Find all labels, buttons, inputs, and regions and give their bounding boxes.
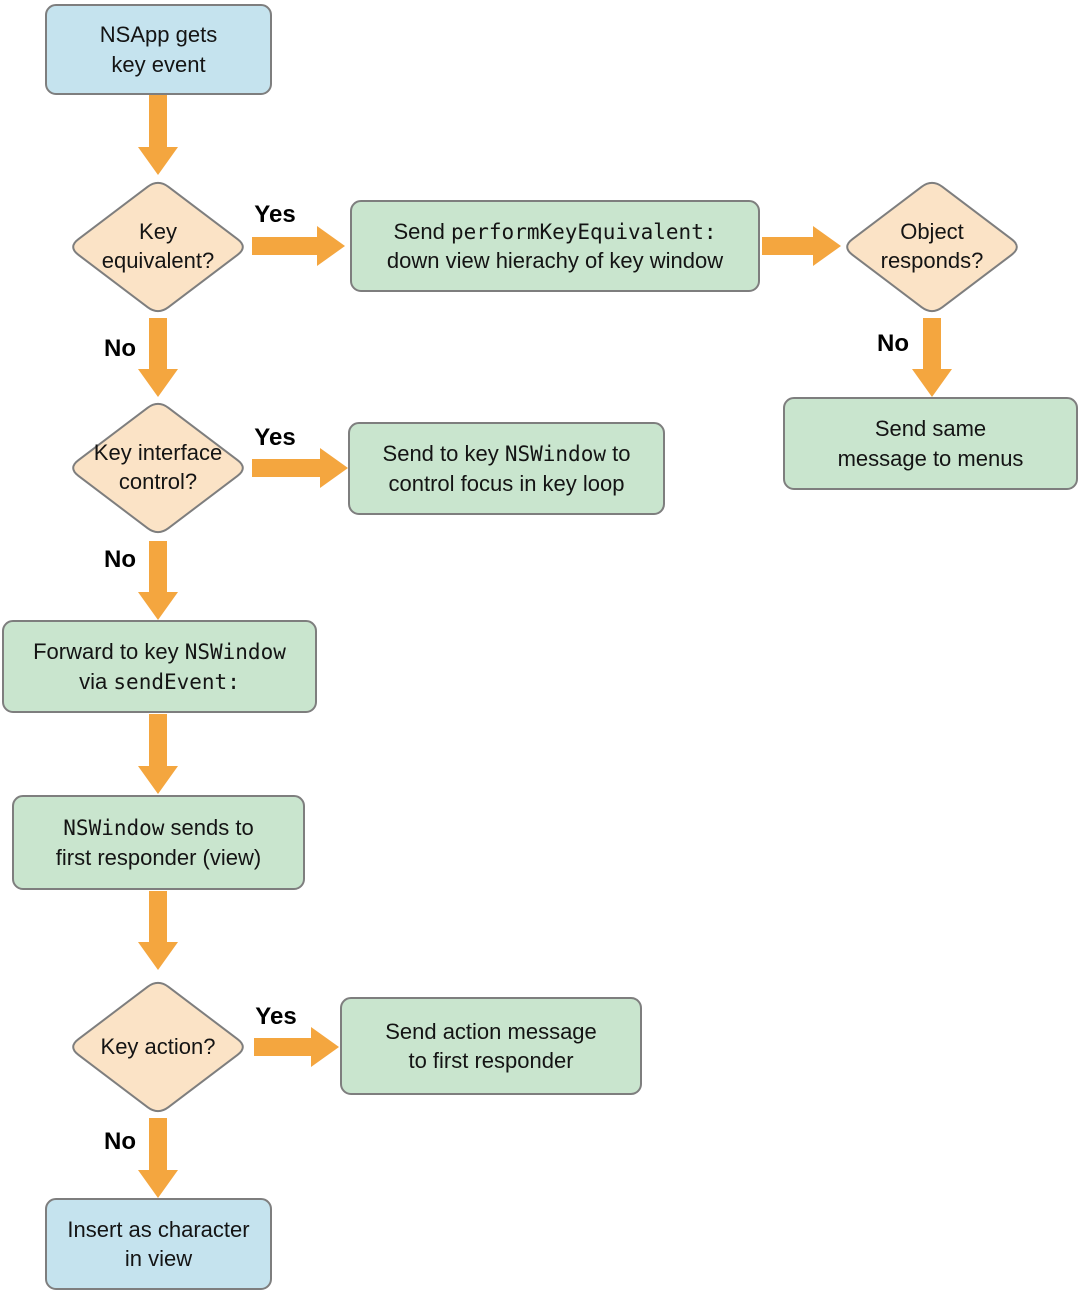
- arrow-head-right: [320, 448, 348, 488]
- node-send-performkeyequivalent: Send performKeyEquivalent: down view hie…: [350, 200, 760, 292]
- diamond-shape: [72, 981, 244, 1113]
- code-text: NSWindow: [63, 816, 165, 841]
- edge-label-no: No: [104, 335, 136, 362]
- edge-label-no: No: [104, 1128, 136, 1155]
- node-text-line: to first responder: [408, 1048, 574, 1073]
- code-text: NSWindow: [504, 442, 606, 467]
- node-send-to-key-nswindow: Send to key NSWindow to control focus in…: [348, 422, 665, 515]
- arrow-shaft: [254, 1038, 312, 1056]
- arrow-head-down: [138, 369, 178, 397]
- node-text-line: via sendEvent:: [79, 668, 240, 694]
- node-forward-to-key-nswindow: Forward to key NSWindow via sendEvent:: [2, 620, 317, 713]
- diamond-shape: [72, 181, 244, 313]
- node-text-line: Send same: [874, 416, 987, 442]
- node-text-line: NSWindow sends to: [63, 815, 254, 841]
- edge-label-yes: Yes: [254, 424, 296, 451]
- node-send-action-message: Send action message to first responder: [340, 997, 642, 1095]
- decision-text: Key interface control?: [93, 440, 223, 494]
- edge-label-yes: Yes: [255, 1003, 297, 1030]
- arrow-head-down: [138, 592, 178, 620]
- decision-key-equivalent: Key equivalent?: [66, 177, 250, 317]
- node-text-line: key event: [111, 51, 206, 77]
- node-text-line: first responder (view): [55, 844, 262, 870]
- edge-label-no: No: [877, 330, 909, 357]
- code-text: sendEvent:: [113, 669, 240, 694]
- decision-text: Key equivalent?: [101, 219, 215, 273]
- node-text-line: in view: [124, 1246, 193, 1271]
- arrow-head-down: [138, 147, 178, 175]
- decision-key-action: Key action?: [66, 977, 250, 1117]
- decision-key-interface-control: Key interface control?: [66, 398, 250, 538]
- arrow-shaft: [149, 891, 167, 943]
- arrow-shaft: [149, 1118, 167, 1171]
- arrow-shaft: [149, 541, 167, 593]
- arrow-head-right: [813, 226, 841, 266]
- arrow-shaft: [252, 459, 321, 477]
- node-send-same-message-to-menus: Send same message to menus: [783, 397, 1078, 490]
- node-text-line: control focus in key loop: [388, 470, 625, 496]
- code-text: NSWindow: [184, 639, 286, 664]
- node-text-line: NSApp gets: [99, 22, 218, 48]
- diamond-shape: [846, 181, 1018, 313]
- node-nswindow-sends-to-first-responder: NSWindow sends to first responder (view): [12, 795, 305, 890]
- node-text-line: Forward to key NSWindow: [33, 638, 286, 664]
- arrow-shaft: [149, 95, 167, 148]
- decision-text: Object responds?: [880, 219, 984, 273]
- node-text-line: down view hierachy of key window: [386, 248, 724, 274]
- arrow-shaft: [149, 318, 167, 370]
- edge-label-yes: Yes: [254, 201, 296, 228]
- arrow-shaft: [923, 318, 941, 370]
- decision-object-responds: Object responds?: [840, 177, 1024, 317]
- arrow-head-right: [317, 226, 345, 266]
- arrow-head-down: [138, 766, 178, 794]
- arrow-head-down: [138, 1170, 178, 1198]
- node-text-line: Send action message: [385, 1018, 597, 1044]
- arrow-shaft: [149, 714, 167, 767]
- node-text-line: Send to key NSWindow to: [382, 441, 631, 467]
- arrow-head-down: [138, 942, 178, 970]
- node-text-line: Send performKeyEquivalent:: [393, 218, 717, 244]
- node-nsapp-gets-key-event: NSApp gets key event: [45, 4, 272, 95]
- arrow-shaft: [252, 237, 318, 255]
- node-insert-as-character: Insert as character in view: [45, 1198, 272, 1290]
- arrow-shaft: [762, 237, 814, 255]
- node-text-line: message to menus: [837, 445, 1024, 471]
- edge-label-no: No: [104, 546, 136, 573]
- arrow-head-right: [311, 1027, 339, 1067]
- diamond-shape: [72, 402, 244, 534]
- code-text: performKeyEquivalent:: [450, 219, 717, 244]
- arrow-head-down: [912, 369, 952, 397]
- decision-text: Key action?: [100, 1033, 216, 1059]
- node-text-line: Insert as character: [67, 1216, 250, 1242]
